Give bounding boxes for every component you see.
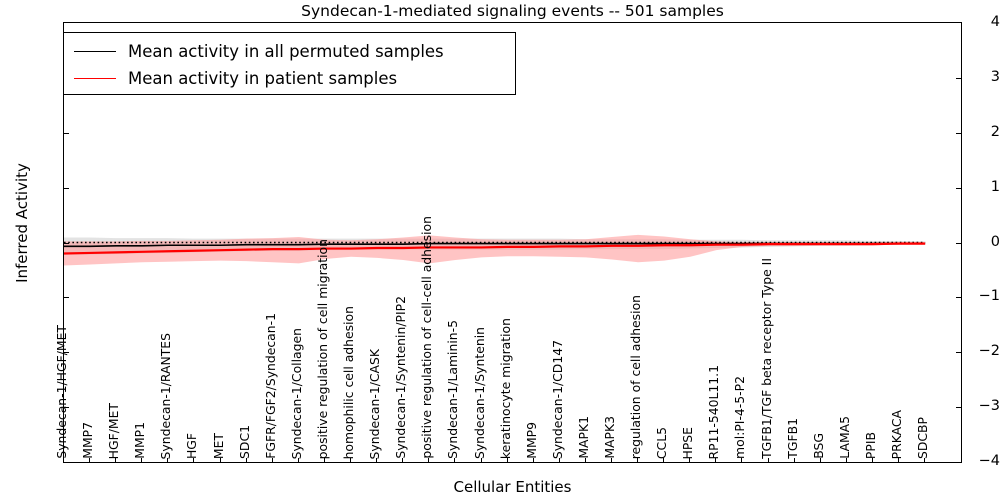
plot-area bbox=[63, 22, 962, 463]
legend-swatch-permuted bbox=[74, 50, 116, 52]
y-tick-mark bbox=[956, 242, 961, 244]
legend-entry-permuted[interactable]: Mean activity in all permuted samples bbox=[74, 38, 444, 64]
y-tick-mark bbox=[64, 407, 69, 409]
x-axis-label: Cellular Entities bbox=[453, 478, 572, 496]
y-tick-label: 1 bbox=[990, 178, 1000, 195]
y-tick-mark bbox=[956, 352, 961, 354]
y-tick-label: 3 bbox=[990, 68, 1000, 85]
legend-swatch-patient bbox=[74, 77, 116, 79]
legend-entry-patient[interactable]: Mean activity in patient samples bbox=[74, 65, 397, 91]
legend-label-patient: Mean activity in patient samples bbox=[128, 68, 398, 88]
series-lines bbox=[64, 242, 926, 255]
y-tick-mark bbox=[956, 297, 961, 299]
y-axis-label: Inferred Activity bbox=[13, 163, 31, 283]
y-tick-label: −2 bbox=[978, 343, 1000, 360]
y-tick-mark bbox=[64, 187, 69, 189]
y-tick-mark bbox=[956, 77, 961, 79]
plot-svg bbox=[64, 234, 926, 266]
legend-label-permuted: Mean activity in all permuted samples bbox=[128, 41, 444, 61]
y-tick-label: −4 bbox=[978, 453, 1000, 469]
y-tick-label: 4 bbox=[990, 14, 1000, 30]
y-tick-mark bbox=[956, 407, 961, 409]
y-tick-label: 2 bbox=[990, 123, 1000, 140]
y-tick-label: −1 bbox=[978, 288, 1000, 305]
y-tick-mark bbox=[64, 242, 69, 244]
y-tick-label: −3 bbox=[978, 398, 1000, 415]
y-tick-mark bbox=[956, 132, 961, 134]
y-tick-label: 0 bbox=[990, 233, 1000, 250]
y-tick-mark bbox=[64, 297, 69, 299]
series-line bbox=[64, 242, 926, 255]
chart-title: Syndecan-1-mediated signaling events -- … bbox=[301, 2, 724, 20]
y-tick-mark bbox=[64, 352, 69, 354]
y-tick-mark bbox=[64, 132, 69, 134]
chart-legend[interactable]: Mean activity in all permuted samples Me… bbox=[63, 32, 516, 95]
y-tick-mark bbox=[956, 187, 961, 189]
y-axis: Inferred Activity bbox=[0, 22, 58, 463]
